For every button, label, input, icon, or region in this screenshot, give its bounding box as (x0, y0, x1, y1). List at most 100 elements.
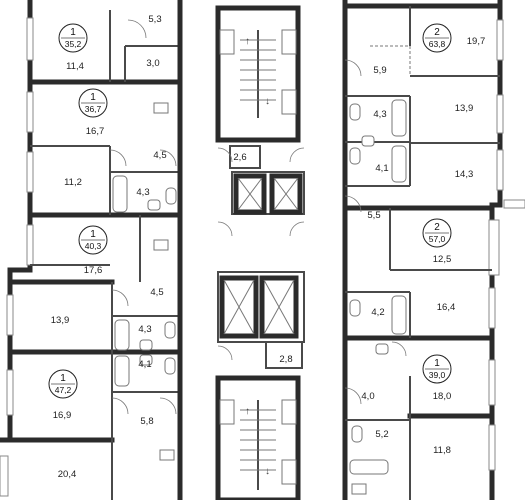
room-area: 2,6 (233, 152, 246, 163)
room-area: 4,0 (361, 391, 374, 402)
door-swing (344, 195, 362, 213)
room-area: 17,6 (84, 265, 103, 276)
room-area: 5,8 (140, 416, 153, 427)
window (488, 424, 496, 471)
room-area: 4,3 (373, 109, 386, 120)
apartment-badge: 1 36,7 (78, 88, 108, 118)
svg-text:1: 1 (90, 92, 96, 103)
elevator-shaft (233, 173, 267, 215)
apartment-badge: 1 35,2 (58, 23, 88, 53)
svg-text:1: 1 (60, 373, 66, 384)
toilet (349, 299, 361, 317)
apartment-badge: 1 40,3 (78, 225, 108, 255)
toilet (351, 425, 363, 443)
room-area: 11,4 (66, 61, 84, 72)
central-core: ↑ ↓ (215, 5, 305, 500)
room-area: 11,2 (64, 177, 82, 188)
room-area: 19,7 (467, 36, 486, 47)
svg-text:47,2: 47,2 (55, 385, 72, 395)
room-area: 14,3 (455, 169, 474, 180)
door-swing (289, 147, 305, 163)
toilet (349, 103, 361, 121)
room-area: 20,4 (58, 469, 77, 480)
arrow-down-icon: ↓ (265, 96, 270, 107)
left-exterior-wall (0, 0, 33, 443)
bathtub (349, 459, 389, 475)
door-swing (159, 397, 177, 415)
sink (351, 483, 367, 495)
shaft (281, 459, 297, 485)
door-swing (159, 149, 177, 167)
room-area: 3,0 (146, 58, 159, 69)
apartment-badge: 2 63,8 (422, 23, 452, 53)
window (26, 224, 34, 266)
door-swing (109, 149, 127, 167)
svg-text:63,8: 63,8 (429, 39, 446, 49)
stair-enclosure (215, 5, 301, 143)
sink (153, 102, 169, 114)
room-area: 5,9 (373, 65, 386, 76)
bathtub (391, 145, 407, 183)
svg-text:35,2: 35,2 (65, 39, 82, 49)
washbasin (147, 199, 161, 211)
door-swing (217, 221, 233, 237)
bathtub (391, 99, 407, 137)
toilet (165, 187, 177, 205)
svg-text:57,0: 57,0 (429, 234, 446, 244)
room-area: 4,3 (138, 324, 151, 335)
shaft (281, 29, 297, 55)
elevator-cross (223, 279, 255, 335)
room-area: 16,9 (53, 410, 72, 421)
room-area: 13,9 (51, 315, 70, 326)
shaft (281, 89, 297, 115)
room-area: 13,9 (455, 103, 474, 114)
bathtub (114, 319, 130, 351)
arrow-up-icon: ↑ (245, 406, 250, 417)
elevator-shaft (269, 173, 303, 215)
window (496, 19, 504, 61)
bathtub (114, 355, 130, 387)
room-area: 16,4 (437, 302, 456, 313)
shaft (219, 29, 235, 55)
svg-text:2: 2 (434, 222, 440, 233)
stair-steps (240, 409, 276, 471)
room-area: 4,5 (150, 287, 163, 298)
room-area: 5,2 (375, 429, 388, 440)
svg-text:2: 2 (434, 27, 440, 38)
toilet (164, 321, 176, 339)
elevator-shaft (259, 275, 299, 339)
elevator-cross (273, 177, 299, 211)
washbasin (361, 135, 375, 147)
room-area: 4,2 (371, 307, 384, 318)
stair-steps (240, 39, 276, 101)
svg-text:1: 1 (70, 27, 76, 38)
lobby-wall (217, 271, 305, 343)
tech-room (229, 145, 261, 169)
door-swing (111, 397, 129, 415)
room-area: 11,8 (433, 445, 451, 456)
bathtub (391, 295, 407, 335)
apartment-badge: 1 39,0 (422, 354, 452, 384)
room-area: 2,8 (279, 354, 292, 365)
window (488, 287, 496, 329)
door-swing (127, 19, 147, 39)
window (496, 149, 504, 191)
toilet (349, 147, 361, 165)
door-swing (217, 147, 233, 163)
shaft (219, 399, 235, 425)
room-area: 4,1 (138, 359, 151, 370)
washbasin (375, 343, 389, 355)
window (488, 219, 500, 276)
door-swing (289, 221, 305, 237)
bathtub (112, 175, 128, 213)
right-wing (342, 0, 525, 500)
arrow-down-icon: ↓ (265, 466, 270, 477)
elevator-cross (263, 279, 295, 335)
room-area: 12,5 (433, 254, 452, 265)
window (26, 17, 34, 61)
window (26, 151, 34, 193)
svg-text:1: 1 (90, 229, 96, 240)
window (488, 359, 496, 406)
svg-text:1: 1 (434, 358, 440, 369)
